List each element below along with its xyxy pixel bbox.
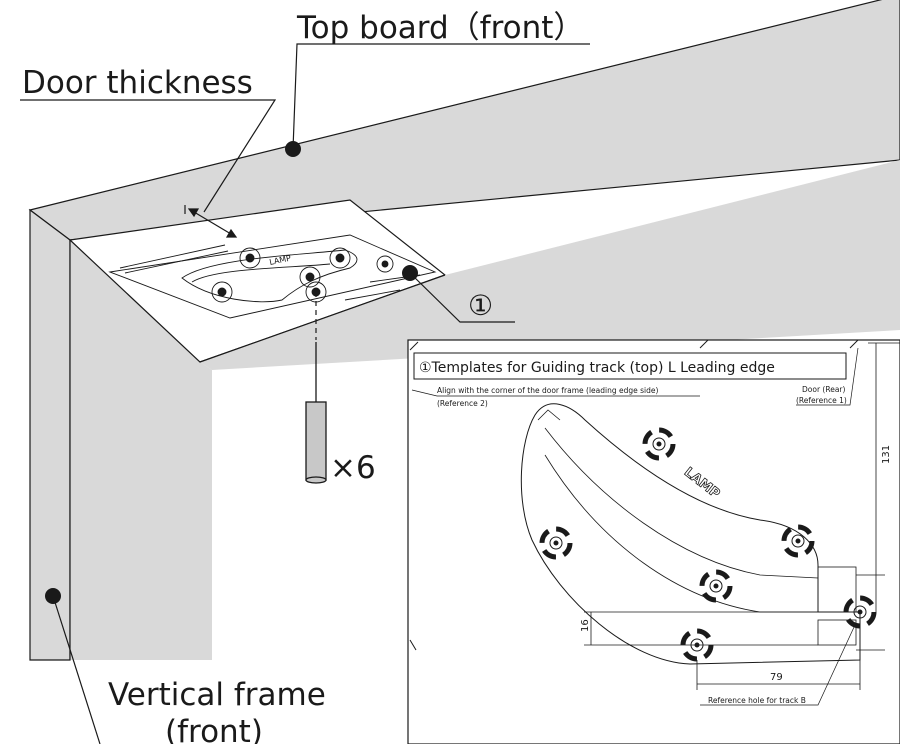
align-note: Align with the corner of the door frame … bbox=[437, 386, 658, 395]
door-reference-label: (Reference 1) bbox=[796, 396, 847, 405]
dimension-131: 131 bbox=[881, 445, 892, 464]
align-reference: (Reference 2) bbox=[437, 399, 488, 408]
top-board-label: Top board（front） bbox=[296, 10, 584, 46]
awl-icon bbox=[305, 342, 327, 484]
leader-lines bbox=[20, 43, 590, 745]
vertical-frame-inner bbox=[70, 240, 212, 660]
guiding-track-outline bbox=[520, 403, 861, 665]
door-frame bbox=[28, 0, 900, 661]
callout-number: ① bbox=[468, 289, 493, 322]
door-thickness-label: Door thickness bbox=[22, 65, 253, 101]
door-rear-label: Door (Rear) bbox=[802, 385, 846, 394]
screw-hole bbox=[699, 569, 733, 603]
reference-hole bbox=[843, 595, 877, 629]
reference-hole-label: Reference hole for track B bbox=[708, 696, 806, 705]
door-thickness-arrow bbox=[184, 205, 238, 238]
dimension-16: 16 bbox=[580, 619, 591, 632]
quantity-label: ×6 bbox=[330, 450, 376, 486]
top-board-lower-band bbox=[200, 160, 900, 370]
template-detail-panel: ①Templates for Guiding track (top) L Lea… bbox=[407, 339, 900, 745]
dimension-79: 79 bbox=[770, 672, 783, 683]
template-title: ①Templates for Guiding track (top) L Lea… bbox=[419, 360, 775, 376]
dimension-16-lines bbox=[584, 611, 818, 646]
screw-hole bbox=[539, 526, 573, 560]
screw-hole bbox=[781, 524, 815, 558]
vertical-frame-label: Vertical frame bbox=[108, 677, 326, 713]
dimension-79-lines bbox=[696, 626, 861, 690]
screw-hole bbox=[642, 427, 676, 461]
cut-marks bbox=[409, 339, 859, 651]
vertical-frame-sub-label: (front) bbox=[165, 714, 263, 744]
template-sheet-small: LAMP bbox=[108, 234, 437, 319]
small-template-logo: LAMP bbox=[269, 254, 292, 267]
